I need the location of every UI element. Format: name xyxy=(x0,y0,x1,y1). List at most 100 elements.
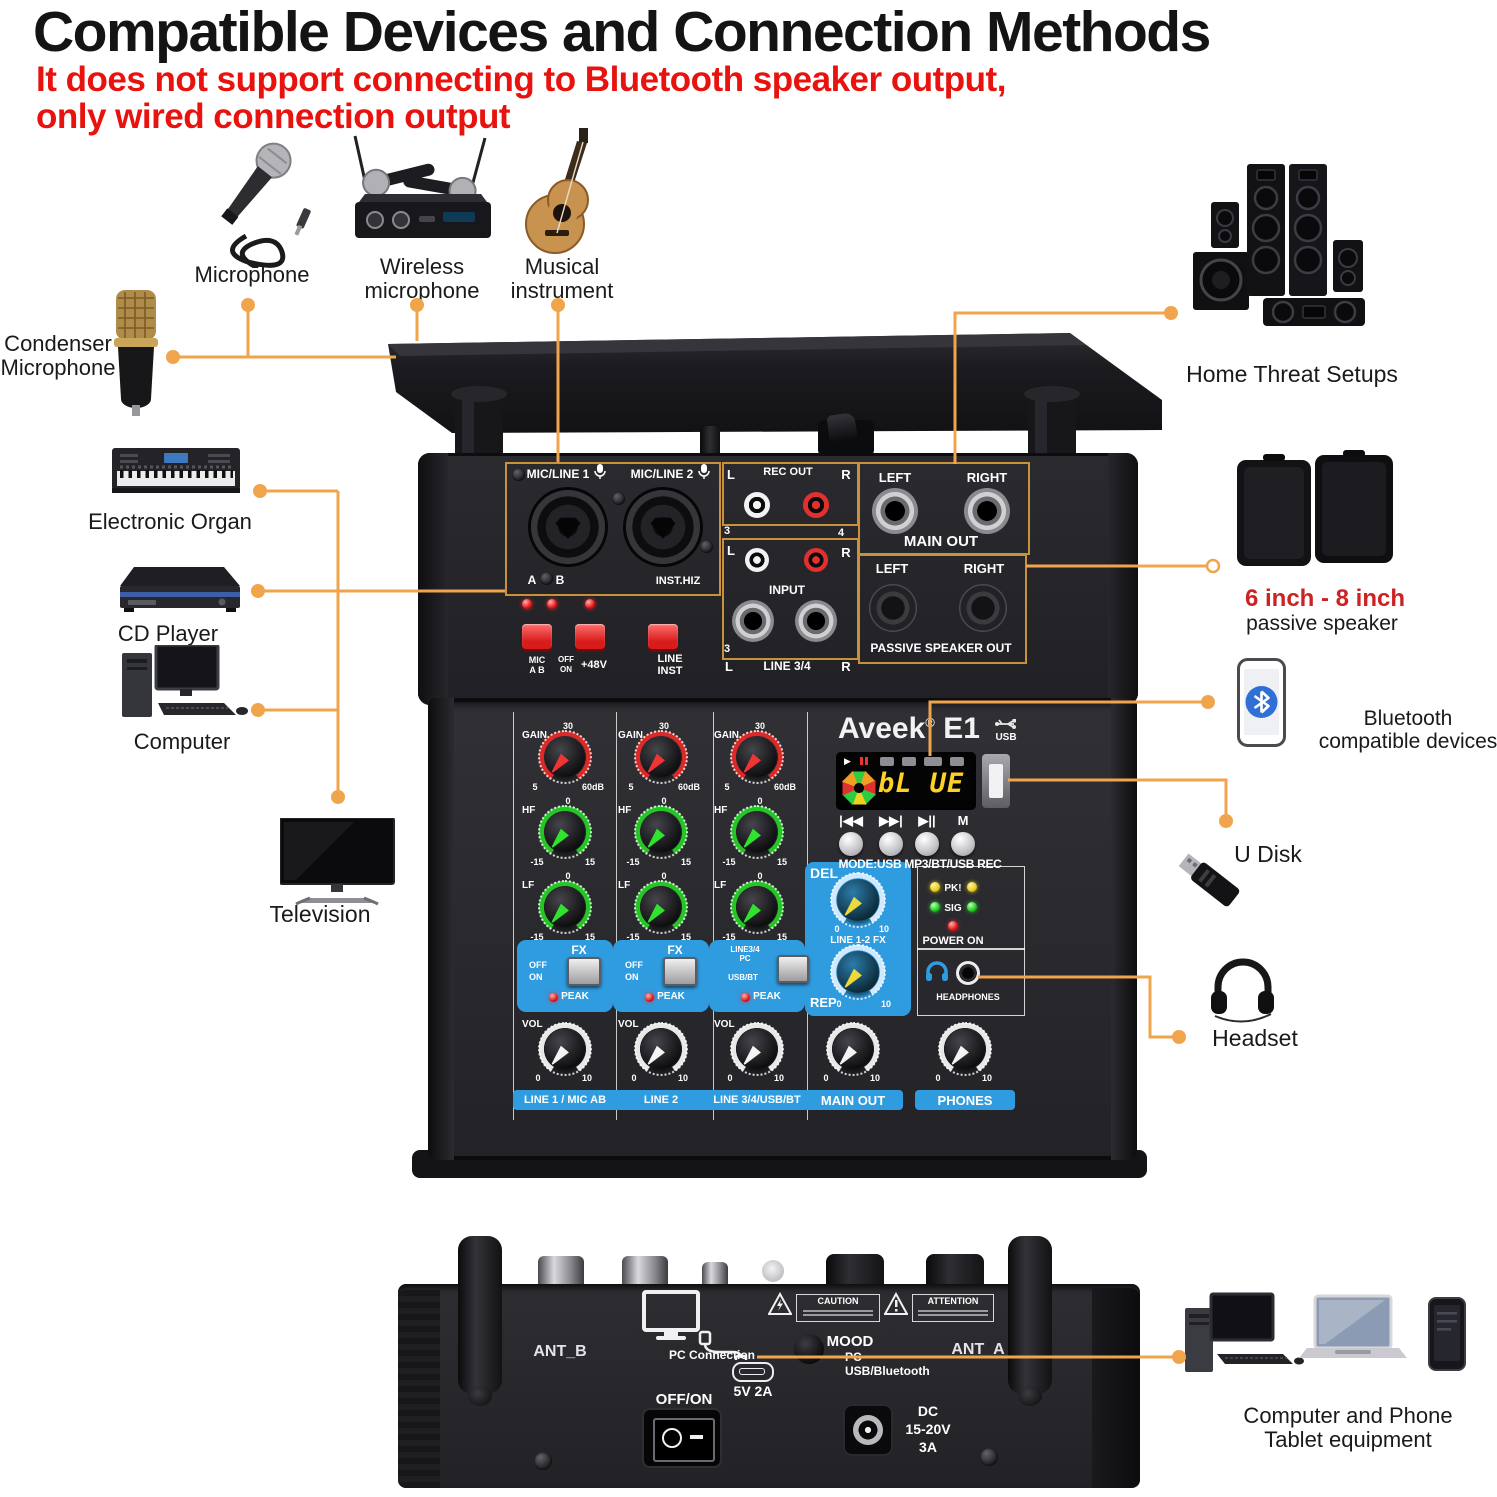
fx-off-label-ch1: OFF xyxy=(529,960,547,970)
computer-phone-label-line1: Computer and Phone xyxy=(1243,1403,1453,1428)
main-out-knob[interactable] xyxy=(824,1020,882,1078)
hf-knob-ch2[interactable] xyxy=(632,803,690,861)
u-disk-image xyxy=(1170,842,1255,929)
top-panel-right-rail xyxy=(1108,453,1138,705)
gain-knob-ch1[interactable] xyxy=(536,728,594,786)
line34-left-jack[interactable] xyxy=(732,600,774,642)
main-out-right-jack[interactable] xyxy=(964,488,1010,534)
repeat-knob[interactable] xyxy=(828,942,888,1002)
top-panel-left-rail xyxy=(418,453,448,705)
bluetooth-label-line1: Bluetooth xyxy=(1363,707,1453,730)
attention-fineprint xyxy=(918,1314,988,1316)
headset-image xyxy=(1205,950,1280,1030)
usb-c-port[interactable] xyxy=(732,1362,774,1382)
phones-label: PHONES xyxy=(915,1090,1015,1110)
lf-top-ch3: 0 xyxy=(757,871,763,881)
vol-knob-ch2[interactable] xyxy=(632,1020,690,1078)
line34-r-label: R xyxy=(841,659,851,674)
fx-title-ch2: FX xyxy=(667,943,683,957)
main-out-left-jack[interactable] xyxy=(872,488,918,534)
delay-knob[interactable] xyxy=(828,870,888,930)
line-inst-button[interactable] xyxy=(648,624,678,649)
mic-line-1-jack[interactable] xyxy=(531,490,605,564)
mic-ab-button[interactable] xyxy=(522,624,552,649)
transport-button-3[interactable] xyxy=(951,832,975,856)
hf-knob-ch1[interactable] xyxy=(536,803,594,861)
passive-out-left-jack[interactable] xyxy=(869,584,917,632)
dc-jack[interactable] xyxy=(845,1406,891,1454)
antenna-a[interactable] xyxy=(1008,1236,1052,1394)
rec-out-left-jack[interactable] xyxy=(744,492,770,518)
hf-max-ch3: 15 xyxy=(776,857,788,867)
u-disk-label: U Disk xyxy=(1234,841,1302,867)
channel-label-ch2: LINE 2 xyxy=(609,1090,713,1110)
brand-name: Aveek® E1 xyxy=(838,714,980,744)
phones-max: 10 xyxy=(981,1073,993,1083)
pause-icon2 xyxy=(865,757,868,765)
usb-c-inner xyxy=(739,1367,765,1375)
gain-min-ch2: 5 xyxy=(628,782,634,792)
rec-out-right-jack[interactable] xyxy=(803,492,829,518)
rear-xlr-connector xyxy=(826,1254,884,1286)
rear-xlr-connector xyxy=(926,1254,984,1286)
power-rocker-cap xyxy=(826,412,858,442)
48v-button[interactable] xyxy=(575,624,605,649)
rec-l-label: L xyxy=(727,467,735,482)
fx-switch-ch1[interactable] xyxy=(567,957,601,986)
fx-off-label-ch2: OFF xyxy=(625,960,643,970)
transport-button-0[interactable] xyxy=(839,832,863,856)
rear-screw xyxy=(980,1448,998,1466)
microphone-image xyxy=(190,138,330,273)
transport-button-1[interactable] xyxy=(879,832,903,856)
gain-max-ch2: 60dB xyxy=(677,782,701,792)
inst-hiz-label: INST.HIZ xyxy=(655,575,701,587)
main-out-max: 10 xyxy=(869,1073,881,1083)
bluetooth-label: Bluetooth compatible devices xyxy=(1319,707,1497,753)
headphones-label: HEADPHONES xyxy=(936,992,1000,1002)
off-label: OFF xyxy=(558,655,574,664)
vol-knob-ch1[interactable] xyxy=(536,1020,594,1078)
input-right-rca-jack[interactable] xyxy=(804,548,828,572)
headphones-jack[interactable] xyxy=(956,961,980,985)
gain-knob-ch3[interactable] xyxy=(728,728,786,786)
power-switch[interactable] xyxy=(644,1410,720,1466)
hf-max-ch2: 15 xyxy=(680,857,692,867)
transport-button-2[interactable] xyxy=(915,832,939,856)
rear-rca-connector xyxy=(762,1260,784,1282)
transport-symbol-0: |◀◀ xyxy=(839,813,863,828)
gain-knob-ch2[interactable] xyxy=(632,728,690,786)
hf-knob-ch3[interactable] xyxy=(728,803,786,861)
lf-max-ch2: 15 xyxy=(680,932,692,942)
usb-port[interactable] xyxy=(982,754,1010,808)
passive-out-right-jack[interactable] xyxy=(959,584,1007,632)
lf-knob-ch1[interactable] xyxy=(536,878,594,936)
lf-knob-ch3[interactable] xyxy=(728,878,786,936)
line34-right-jack[interactable] xyxy=(795,600,837,642)
dc-label-3: 3A xyxy=(919,1439,937,1455)
input-left-rca-jack[interactable] xyxy=(745,548,769,572)
hf-min-ch3: -15 xyxy=(722,857,736,867)
fx-switch-ch2[interactable] xyxy=(663,957,697,986)
mic-line-2-jack[interactable] xyxy=(626,490,700,564)
caution-box: CAUTION xyxy=(796,1294,880,1322)
computer-phone-label: Computer and Phone Tablet equipment xyxy=(1243,1403,1453,1452)
caution-label: CAUTION xyxy=(817,1296,859,1306)
vol-max-ch2: 10 xyxy=(677,1073,689,1083)
computer-phone-image xyxy=(1185,1292,1490,1409)
lf-knob-ch2[interactable] xyxy=(632,878,690,936)
mood-switch[interactable] xyxy=(794,1334,824,1364)
source-label2-ch3: PC xyxy=(739,954,751,963)
rear-left-cap xyxy=(398,1290,440,1488)
antenna-b[interactable] xyxy=(458,1236,502,1394)
wireless-microphone-image xyxy=(345,128,495,258)
source-switch-ch3[interactable] xyxy=(777,955,809,983)
vol-knob-ch3[interactable] xyxy=(728,1020,786,1078)
hf-top-ch1: 0 xyxy=(565,796,571,806)
registered-mark: ® xyxy=(925,715,935,730)
brand-text: Aveek xyxy=(838,712,926,745)
screw xyxy=(540,572,553,585)
phones-knob[interactable] xyxy=(936,1020,994,1078)
vol-min-ch3: 0 xyxy=(727,1073,733,1083)
wireless-label-line1: Wireless xyxy=(379,254,465,279)
